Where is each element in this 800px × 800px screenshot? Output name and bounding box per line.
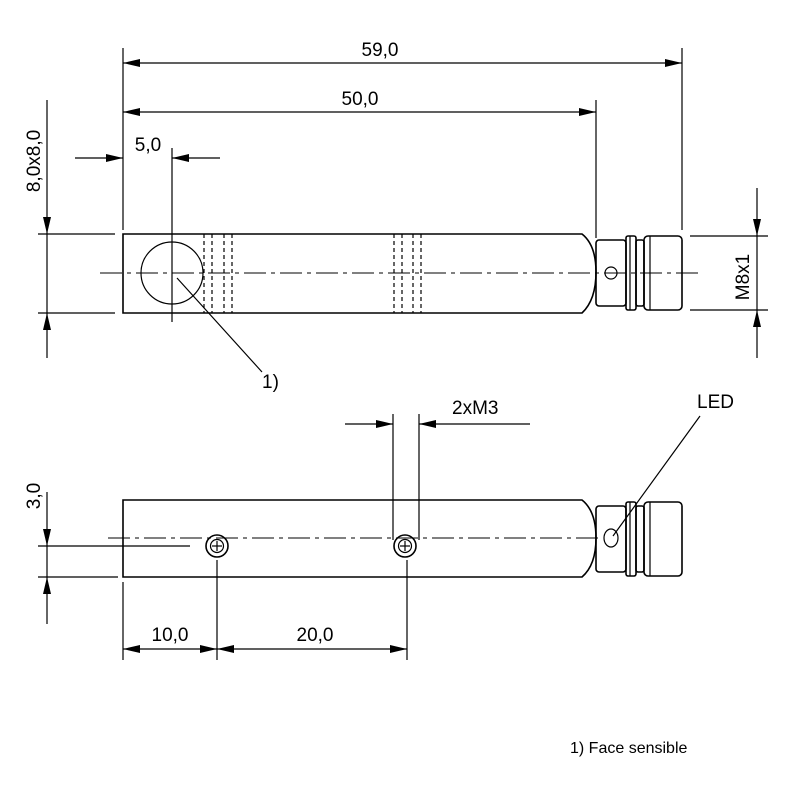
mount-holes-label: 2xM3 — [452, 398, 498, 419]
body-length-label: 50,0 — [342, 89, 379, 110]
top-view — [100, 233, 700, 314]
dim-hole-offsets: 10,0 20,0 — [122, 560, 408, 660]
sensing-offset-label: 5,0 — [135, 135, 161, 156]
footnote: 1) Face sensible — [570, 740, 687, 757]
top-connector — [595, 235, 683, 311]
cross-section-label: 8,0x8,0 — [24, 130, 45, 192]
led-callout: LED — [612, 392, 734, 537]
mount-hole-1 — [205, 534, 229, 558]
hole-height-label: 3,0 — [24, 483, 45, 509]
dim-hole-height: 3,0 — [24, 483, 190, 624]
bottom-view — [108, 499, 683, 578]
dim-sensing-offset: 5,0 — [75, 135, 220, 322]
dim-overall-length: 59,0 — [122, 40, 683, 230]
face-marker-label: 1) — [262, 372, 279, 393]
connector-thread-label: M8x1 — [733, 254, 754, 300]
bottom-connector — [595, 501, 683, 577]
led-window — [603, 528, 619, 548]
dim-cross-section: 8,0x8,0 — [24, 100, 115, 358]
hole-offset-label: 10,0 — [152, 625, 189, 646]
mount-hole-2 — [393, 534, 417, 558]
dim-body-length: 50,0 — [123, 89, 597, 238]
overall-length-label: 59,0 — [362, 40, 399, 61]
dim-mount-holes: 2xM3 — [345, 398, 530, 540]
led-label: LED — [697, 392, 734, 413]
dim-connector-thread: M8x1 — [690, 188, 768, 358]
face-callout: 1) — [176, 277, 279, 393]
top-hole-marks — [203, 234, 422, 313]
hole-spacing-label: 20,0 — [297, 625, 334, 646]
